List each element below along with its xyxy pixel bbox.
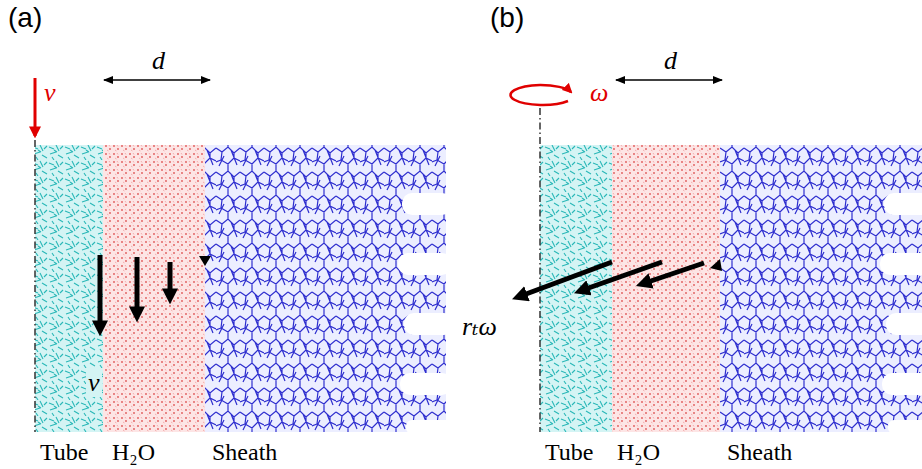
- flow-arrow: [135, 257, 140, 316]
- velocity-symbol: rₜω: [462, 312, 497, 341]
- flow-arrow: [199, 256, 211, 266]
- flow-arrow: [580, 262, 662, 291]
- gap-symbol-holder: d: [152, 48, 165, 74]
- velocity-symbol-holder: v: [86, 370, 102, 396]
- axis-line: [539, 108, 541, 432]
- water-region: [103, 145, 207, 432]
- panel-b: [510, 80, 922, 434]
- panel-a: [35, 78, 454, 434]
- region-name: H₂O: [617, 439, 660, 465]
- region-name-holder: Tube: [40, 440, 88, 464]
- gap-symbol-holder: d: [664, 48, 677, 74]
- region-name: Sheath: [212, 439, 277, 465]
- gap-symbol: d: [152, 46, 165, 75]
- flow-arrow: [98, 255, 103, 330]
- rotation-arrow: [540, 85, 571, 92]
- angular-velocity-symbol: ω: [590, 78, 608, 107]
- axis-line: [34, 140, 36, 432]
- velocity-symbol: v: [44, 78, 56, 107]
- region-name: Tube: [545, 439, 593, 465]
- flow-arrow: [518, 262, 612, 297]
- region-name-holder: Sheath: [212, 440, 277, 464]
- velocity-arrow: [34, 78, 37, 136]
- panel-letter-holder: (b): [490, 4, 524, 32]
- panel-letter-holder: (a): [8, 4, 42, 32]
- gap-dimension: [104, 79, 210, 81]
- angular-velocity-symbol-holder: ω: [590, 80, 608, 106]
- tube-region: [35, 145, 103, 432]
- region-name-holder: H₂O: [112, 440, 155, 464]
- water-region: [612, 145, 722, 432]
- region-name: Sheath: [727, 439, 792, 465]
- velocity-symbol-holder: v: [44, 80, 56, 106]
- region-name: H₂O: [112, 439, 155, 465]
- flow-arrow: [642, 263, 704, 284]
- panel-letter: (b): [490, 2, 524, 33]
- region-name-holder: H₂O: [617, 440, 660, 464]
- flow-arrow: [710, 259, 722, 271]
- panel-letter: (a): [8, 2, 42, 33]
- region-name-holder: Tube: [545, 440, 593, 464]
- velocity-symbol: v: [86, 368, 102, 397]
- region-name: Tube: [40, 439, 88, 465]
- tube-region: [540, 145, 612, 432]
- flow-arrow: [168, 262, 173, 298]
- gap-dimension: [616, 79, 722, 81]
- sheath-notches: [880, 193, 922, 434]
- region-name-holder: Sheath: [727, 440, 792, 464]
- velocity-symbol-holder: rₜω: [462, 314, 497, 340]
- gap-symbol: d: [664, 46, 677, 75]
- sheath-notches: [398, 193, 454, 434]
